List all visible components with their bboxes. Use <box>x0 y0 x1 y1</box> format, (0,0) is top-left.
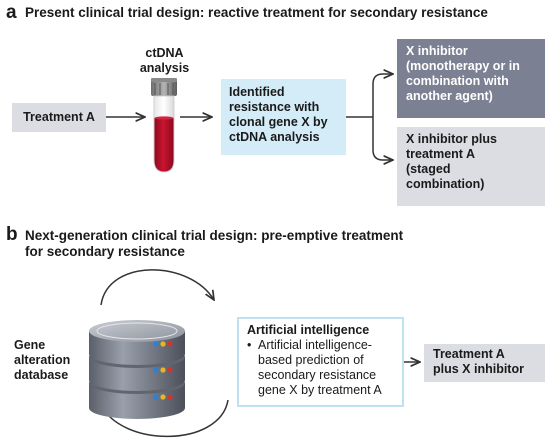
option2-line1: X inhibitor plus <box>406 132 497 146</box>
treatment-a-label: Treatment A <box>23 110 95 124</box>
status-lights-middle <box>153 367 173 373</box>
identified-line2: resistance with <box>229 100 320 114</box>
database-label-line3: database <box>14 368 69 382</box>
ai-title: Artificial intelligence <box>247 323 370 337</box>
identified-line3: clonal gene X by <box>229 115 328 129</box>
cycle-arc-bottom <box>100 399 229 438</box>
result-line2: plus X inhibitor <box>433 362 524 376</box>
option1-line3: combination with <box>406 74 509 88</box>
panel-b-letter: b <box>6 224 18 245</box>
panel-b-title-line1: Next-generation clinical trial design: p… <box>25 228 404 243</box>
panel-b-title: Next-generation clinical trial design: p… <box>25 228 403 260</box>
status-lights-top <box>153 341 173 347</box>
cycle-arc-top <box>100 269 214 306</box>
ctdna-label: ctDNA analysis <box>137 46 192 76</box>
status-lights-bottom <box>153 394 173 400</box>
ai-bullet-row: • Artificial intelligence- based predict… <box>247 338 394 398</box>
option-x-inhibitor-box: X inhibitor (monotherapy or in combinati… <box>397 39 545 118</box>
treatment-a-box: Treatment A <box>12 103 106 132</box>
ai-text-line2: based prediction of <box>258 353 364 367</box>
result-line1: Treatment A <box>433 347 505 361</box>
option-staged-combination-box: X inhibitor plus treatment A (staged com… <box>397 127 545 206</box>
identified-line4: ctDNA analysis <box>229 130 320 144</box>
database-label-line2: alteration <box>14 353 71 367</box>
ctdna-label-line1: ctDNA <box>145 46 184 60</box>
ai-bullet-text: Artificial intelligence- based predictio… <box>258 338 382 398</box>
blood-tube-icon <box>151 78 177 173</box>
database-icon <box>89 320 185 419</box>
option2-line3: (staged <box>406 162 451 176</box>
ai-text-line1: Artificial intelligence- <box>258 338 372 352</box>
ai-box: Artificial intelligence • Artificial int… <box>237 317 404 407</box>
option1-line1: X inhibitor <box>406 44 468 58</box>
ai-text-line3: secondary resistance <box>258 368 377 382</box>
result-box: Treatment A plus X inhibitor <box>424 344 545 382</box>
identified-line1: Identified <box>229 85 285 99</box>
ai-text-line4: gene X by treatment A <box>258 383 382 397</box>
ctdna-label-line2: analysis <box>139 61 190 75</box>
identified-resistance-box: Identified resistance with clonal gene X… <box>221 79 346 155</box>
panel-b-title-line2: for secondary resistance <box>25 244 185 259</box>
panel-a-letter: a <box>6 2 17 23</box>
ai-bullet: • <box>247 338 252 352</box>
database-label-line1: Gene <box>14 338 46 352</box>
option2-line2: treatment A <box>406 147 475 161</box>
option2-line4: combination) <box>406 177 485 191</box>
panel-a-title: Present clinical trial design: reactive … <box>25 5 488 20</box>
database-label: Gene alteration database <box>14 338 70 383</box>
branch-connector <box>346 74 393 160</box>
option1-line4: another agent) <box>406 89 493 103</box>
option1-line2: (monotherapy or in <box>406 59 520 73</box>
